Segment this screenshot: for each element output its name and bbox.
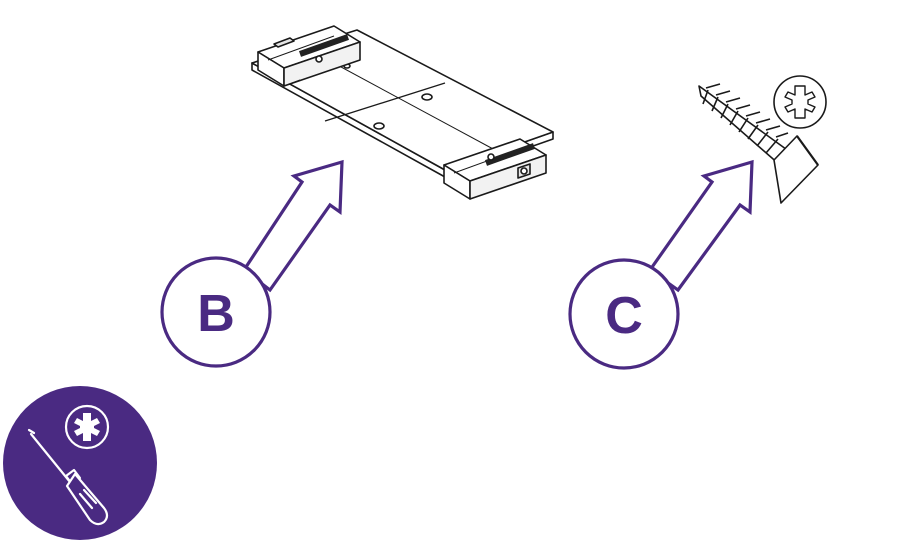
countersunk-screw [698,83,819,204]
callout-c-label: C [605,287,643,345]
mounting-bracket [251,25,554,200]
callout-b: B [160,159,344,368]
callout-b-circle [160,256,272,368]
screwdriver-icon [27,428,109,526]
callout-c-arrow [647,159,754,293]
tool-badge [3,386,157,540]
pozidriv-icon [64,404,110,450]
pozidriv-icon [773,75,827,129]
callout-b-label: B [197,285,235,343]
callout-b-arrow [241,159,344,293]
callout-c: C [568,159,754,370]
callout-c-circle [568,258,680,370]
